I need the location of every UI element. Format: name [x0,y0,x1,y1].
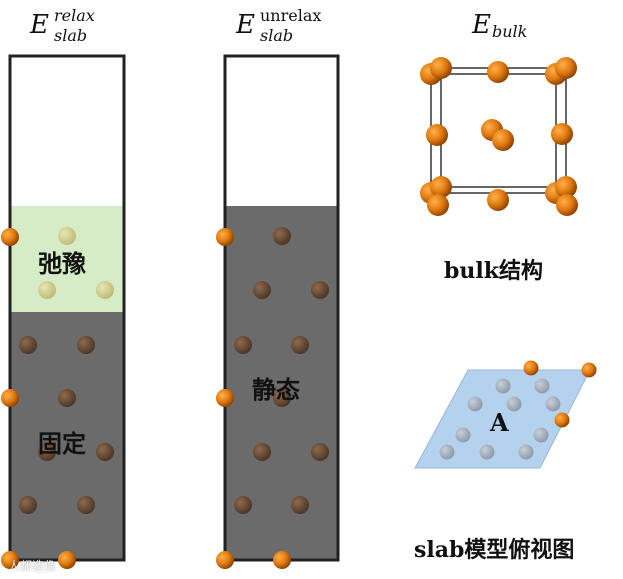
relax-slab-atoms [1,227,114,569]
fixed-region-label: 固定 [38,430,86,458]
slab-atom [96,281,114,299]
label-sup: unrelax [260,6,322,25]
adsorption-site-atom [554,412,570,428]
slab-atom [1,228,19,246]
slab-atom [291,336,309,354]
unrelax-vacuum [225,56,338,206]
slab-atom [253,443,271,461]
slab-atom [216,389,234,407]
relax-vacuum [10,56,124,206]
surface-atom [467,396,483,412]
slab-top-atoms [439,360,597,460]
bulk-atom [556,194,578,216]
site-label: A [490,408,509,437]
slab-atom [77,496,95,514]
surface-atom [479,444,495,460]
bulk-atom [427,194,449,216]
slab-top-caption: slab模型俯视图 [414,537,575,563]
slab-atom [19,496,37,514]
label-base: E [30,10,49,40]
label-sub: slab [54,26,88,45]
slab-atom [253,281,271,299]
slab-atom [273,551,291,569]
label-e-slab-relax: E relax slab [30,8,95,44]
label-e-slab-unrelax: E unrelax slab [236,8,321,44]
slab-atom [58,551,76,569]
bulk-atom [430,176,452,198]
relax-slab-column [1,54,126,569]
surface-atom [533,427,549,443]
surface-atom [495,378,511,394]
unrelax-slab-column [216,54,340,569]
slab-atom [311,443,329,461]
bulk-atom [551,123,573,145]
slab-atom [1,551,19,569]
bulk-atom [487,61,509,83]
slab-atom [38,443,56,461]
slab-atom [1,389,19,407]
adsorption-site-atom [581,362,597,378]
slab-atom [273,389,291,407]
unrelax-slab-atoms [216,227,329,569]
surface-atom [545,396,561,412]
surface-atom [534,378,550,394]
bulk-atom [555,57,577,79]
slab-atom [96,443,114,461]
surface-atom [455,427,471,443]
slab-atom [58,227,76,245]
label-base: E [472,10,491,40]
bulk-atoms [420,57,578,216]
slab-atom [311,281,329,299]
static-region-label: 静态 [252,376,300,404]
slab-atom [234,336,252,354]
surface-atom [439,444,455,460]
surface-atom [518,444,534,460]
slab-atom [291,496,309,514]
watermark: 人都造像 [8,559,57,573]
slab-atom [234,496,252,514]
label-sup: relax [54,6,95,25]
adsorption-site-atom [523,360,539,376]
surface-atom [506,396,522,412]
label-base: E [236,10,255,40]
bulk-atom [487,189,509,211]
bulk-atom [430,57,452,79]
label-sub: bulk [492,22,528,41]
slab-atom [38,281,56,299]
slab-atom [216,228,234,246]
bulk-atom [426,124,448,146]
bulk-atom [555,176,577,198]
slab-atom [216,551,234,569]
slab-atom [19,336,37,354]
relax-region-label: 弛豫 [38,250,86,278]
label-e-bulk: E bulk [472,10,527,40]
slab-atom [77,336,95,354]
slab-atom [58,389,76,407]
label-sub: slab [260,26,294,45]
slab-top-plane [414,369,591,469]
bulk-atom [492,129,514,151]
bulk-caption: bulk结构 [444,258,543,284]
slab-atom [273,227,291,245]
